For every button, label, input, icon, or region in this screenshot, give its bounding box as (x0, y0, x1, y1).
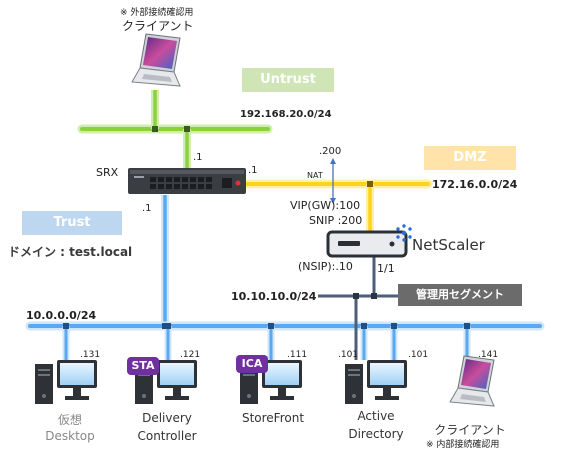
nat-ip-label: .200 (319, 146, 342, 157)
external-client-label: クライアント (122, 19, 194, 33)
virtual-desktop-pc-icon (35, 360, 97, 404)
host-name: 仮想 (57, 413, 82, 427)
trust-zone-label: Trust (22, 211, 122, 235)
external-client-laptop-icon (131, 33, 181, 87)
host-ip: .101 (338, 350, 359, 360)
dmz-zone-label: DMZ (424, 146, 516, 170)
host-name: Active (357, 409, 395, 423)
host-ip: .111 (287, 350, 308, 360)
sta-badge: STA (127, 357, 159, 375)
trust-port (464, 323, 470, 329)
srx-untrust-ip: .1 (193, 152, 203, 163)
host-name: Desktop (45, 429, 95, 443)
management-network (318, 255, 398, 360)
mgmt-zone-label: 管理用セグメント (398, 284, 522, 306)
untrust-subnet-label: 192.168.20.0/24 (240, 109, 332, 120)
nat-arrow-down-icon (330, 198, 336, 204)
trust-port (165, 323, 171, 329)
trust-port (391, 323, 397, 329)
storefront-pc-icon (240, 360, 302, 404)
srx-firewall-icon (128, 168, 246, 194)
ica-badge: ICA (236, 355, 268, 373)
nat-arrow-up-icon (330, 158, 336, 164)
mgmt-port (371, 293, 377, 299)
host-name: Directory (348, 427, 404, 441)
srx-dmz-ip: .1 (248, 165, 258, 176)
active-directory-pc-icon (345, 360, 407, 404)
host-ip: .131 (80, 350, 101, 360)
srx-label: SRX (96, 166, 119, 179)
host-ip: .141 (478, 350, 499, 360)
mgmt-subnet-label: 10.10.10.0/24 (231, 290, 317, 303)
host-ip: .121 (180, 350, 201, 360)
host-name: Controller (137, 429, 197, 443)
nsip-label: (NSIP):.10 (298, 260, 353, 273)
untrust-network (77, 90, 273, 168)
dmz-network (241, 158, 433, 232)
internal-client-laptop-icon (449, 355, 495, 407)
dmz-subnet-label: 172.16.0.0/24 (432, 178, 518, 191)
host-name: クライアント (434, 423, 506, 437)
untrust-port (184, 126, 190, 132)
trust-port (268, 323, 274, 329)
domain-label: ドメイン : test.local (8, 245, 133, 259)
snip-label: SNIP :200 (309, 214, 363, 227)
srx-trust-ip: .1 (142, 203, 152, 214)
trust-subnet-label: 10.0.0.0/24 (26, 309, 97, 322)
host-note: ※ 内部接続確認用 (426, 440, 500, 450)
untrust-zone-label: Untrust (242, 68, 334, 92)
untrust-port (152, 126, 158, 132)
host-name: StoreFront (241, 411, 305, 425)
trust-network (25, 195, 545, 360)
netscaler-label: NetScaler (412, 236, 485, 254)
trust-port (361, 323, 367, 329)
mgmt-port (353, 293, 359, 299)
nat-label: NAT (307, 171, 323, 180)
netscaler-appliance-icon (326, 230, 408, 258)
netscaler-port-label: 1/1 (377, 262, 395, 275)
trust-port (63, 323, 69, 329)
vip-label: VIP(GW):100 (290, 199, 361, 212)
host-ip: .101 (408, 350, 429, 360)
netscaler-logo-icon (396, 224, 412, 242)
external-client-note: ※ 外部接続確認用 (120, 8, 194, 18)
dmz-port (367, 181, 373, 187)
host-name: Delivery (142, 411, 192, 425)
